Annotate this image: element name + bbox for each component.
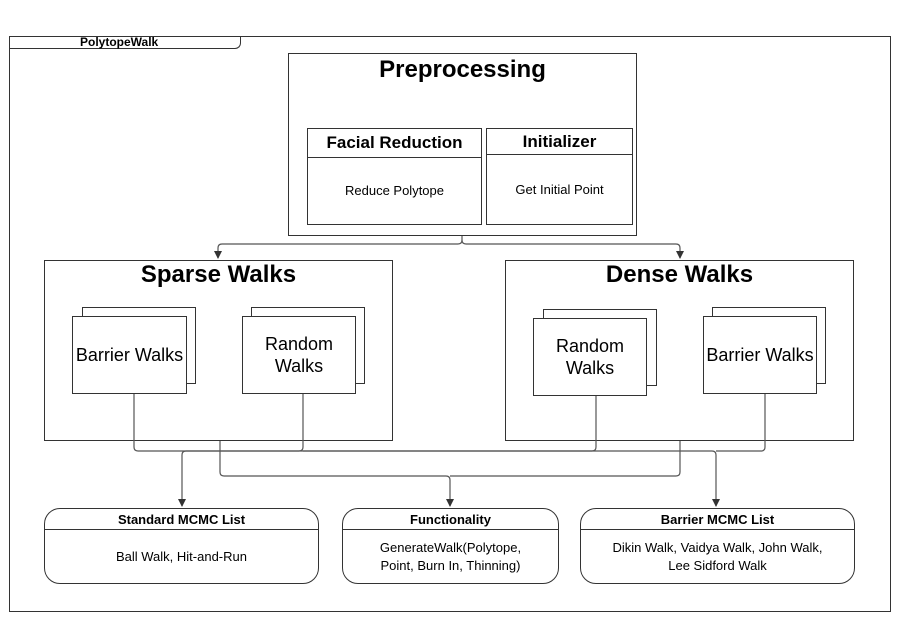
sparse-walks-title: Sparse Walks — [140, 261, 297, 288]
preprocessing-title: Preprocessing — [379, 56, 546, 83]
dense-walks-title: Dense Walks — [605, 261, 754, 288]
facial-reduction-box: Facial Reduction Reduce Polytope — [307, 128, 482, 225]
standard-mcmc-list-box: Standard MCMC List Ball Walk, Hit-and-Ru… — [44, 508, 319, 584]
functionality-body: GenerateWalk(Polytope, Point, Burn In, T… — [379, 539, 522, 573]
connector-dense-random-to-standard-list — [303, 396, 597, 452]
sparse-random-walks-card: Random Walks — [242, 316, 356, 394]
initializer-box: Initializer Get Initial Point — [486, 128, 633, 225]
standard-mcmc-list-title: Standard MCMC List — [45, 509, 318, 530]
facial-reduction-title: Facial Reduction — [308, 129, 481, 158]
connector-dense-barrier-to-barrier-list — [716, 394, 766, 452]
facial-reduction-body: Reduce Polytope — [344, 183, 444, 198]
initializer-body: Get Initial Point — [515, 182, 604, 197]
connector-sparse-to-functionality — [219, 441, 454, 507]
dense-barrier-walks-card: Barrier Walks — [703, 316, 817, 394]
functionality-box: Functionality GenerateWalk(Polytope, Poi… — [342, 508, 559, 584]
functionality-title: Functionality — [343, 509, 558, 530]
initializer-title: Initializer — [487, 129, 632, 155]
connector-sparse-barrier-to-barrier-list — [133, 394, 720, 507]
standard-mcmc-list-body: Ball Walk, Hit-and-Run — [115, 548, 247, 564]
package-tab-label: PolytopeWalk — [80, 35, 159, 49]
barrier-mcmc-list-box: Barrier MCMC List Dikin Walk, Vaidya Wal… — [580, 508, 855, 584]
connector-dense-to-functionality — [450, 441, 681, 477]
barrier-mcmc-list-body: Dikin Walk, Vaidya Walk, John Walk, Lee … — [612, 539, 823, 573]
dense-random-walks-card: Random Walks — [533, 318, 647, 396]
connector-preprocessing-to-dense — [461, 239, 684, 259]
connector-preprocessing-to-sparse — [214, 236, 463, 259]
package-tab — [9, 36, 241, 49]
connector-sparse-random-to-standard-list — [178, 394, 304, 507]
package-frame — [9, 36, 891, 612]
sparse-barrier-walks-card: Barrier Walks — [72, 316, 187, 394]
barrier-mcmc-list-title: Barrier MCMC List — [581, 509, 854, 530]
